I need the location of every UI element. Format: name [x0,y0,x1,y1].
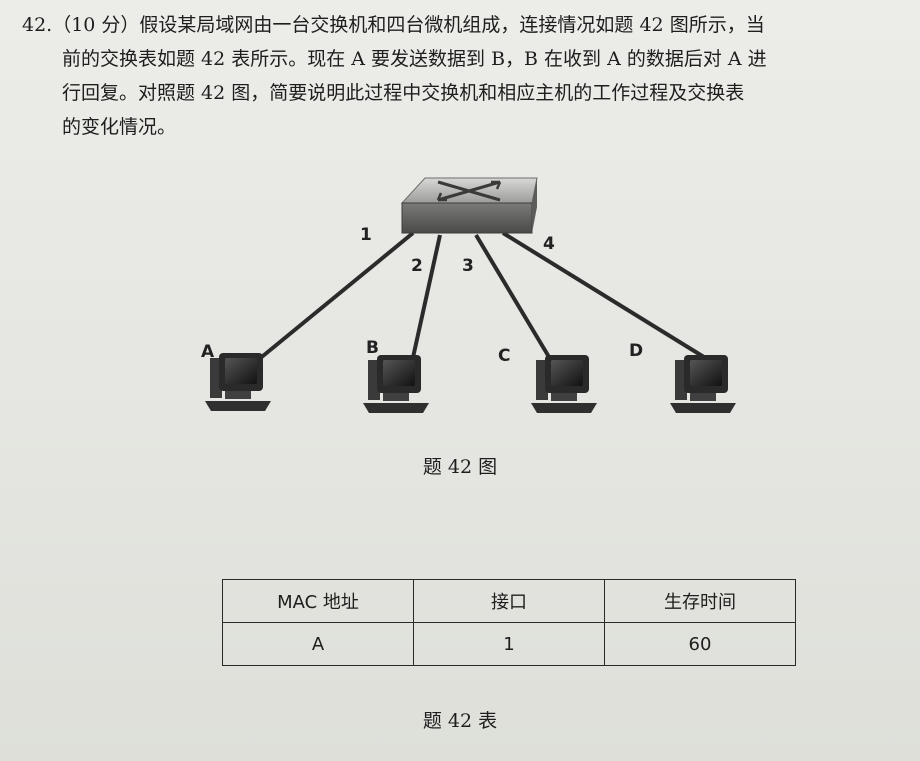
computer-icon [531,355,597,413]
computer-icon [205,353,271,411]
question-line: 前的交换表如题 42 表所示。现在 A 要发送数据到 B，B 在收到 A 的数据… [62,48,767,70]
host-c: C [498,346,597,413]
switch-table: MAC 地址 接口 生存时间 A 1 60 [222,579,796,666]
host-label-c: C [498,346,510,366]
network-diagram: 1 2 3 4 A B C [201,177,736,413]
column-header-port: 接口 [413,579,605,623]
question-line: 的变化情况。 [62,116,177,138]
computer-icon [670,355,736,413]
cell-mac: A [222,622,414,666]
cable-3 [474,233,554,364]
host-label-b: B [366,338,379,358]
host-label-d: D [629,341,643,361]
cell-port: 1 [413,622,605,666]
host-d: D [629,341,736,413]
port-label-2: 2 [411,256,423,276]
host-a: A [201,342,271,411]
port-label-4: 4 [543,234,555,254]
question-line: 42.（10 分）假设某局域网由一台交换机和四台微机组成，连接情况如题 42 图… [22,14,765,36]
question-line: 行回复。对照题 42 图，简要说明此过程中交换机和相应主机的工作过程及交换表 [62,82,745,104]
cell-ttl: 60 [604,622,796,666]
table-caption: 题 42 表 [422,710,498,732]
column-header-ttl: 生存时间 [604,579,796,623]
host-label-a: A [201,342,215,362]
computer-icon [363,355,429,413]
table-header-row: MAC 地址 接口 生存时间 [222,579,796,623]
cable-4 [501,231,714,364]
port-label-3: 3 [462,256,474,276]
figure-caption: 题 42 图 [422,456,498,478]
host-b: B [363,338,429,413]
table-row: A 1 60 [222,622,796,666]
port-label-1: 1 [360,225,372,245]
question-42-text: 42.（10 分）假设某局域网由一台交换机和四台微机组成，连接情况如题 42 图… [22,8,902,144]
column-header-mac: MAC 地址 [222,579,414,623]
cable-2 [410,234,442,363]
switch-icon [400,177,538,234]
cable-1 [256,231,415,362]
